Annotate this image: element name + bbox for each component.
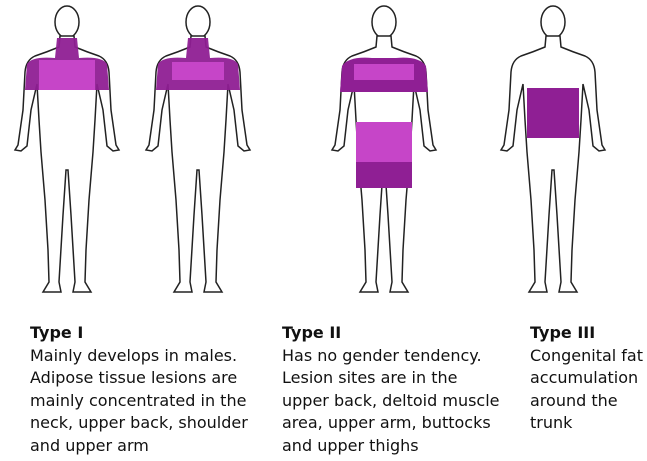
type-2-title: Type II: [282, 322, 522, 345]
type-3-title: Type III: [530, 322, 645, 345]
lesion-upper-back-center: [354, 64, 414, 80]
caption-type-1: Type I Mainly develops in males. Adipose…: [30, 322, 270, 457]
lesion-chest: [39, 60, 95, 90]
figure-type-1-front: [15, 6, 119, 292]
caption-type-3: Type III Congenital fat accumulation aro…: [530, 322, 645, 435]
type-1-description: Mainly develops in males. Adipose tissue…: [30, 345, 270, 458]
lesion-trunk: [527, 88, 579, 138]
lesion-buttocks: [356, 122, 412, 162]
figure-type-2-back: [332, 6, 436, 292]
type-1-title: Type I: [30, 322, 270, 345]
lesion-back-center: [172, 62, 224, 80]
type-3-description: Congenital fat accumulation around the t…: [530, 345, 645, 435]
caption-type-2: Type II Has no gender tendency. Lesion s…: [282, 322, 522, 457]
type-2-description: Has no gender tendency. Lesion sites are…: [282, 345, 522, 458]
body-diagram-figure: [0, 0, 647, 310]
figure-type-1-back: [146, 6, 250, 292]
figure-type-3-front: [501, 6, 605, 292]
